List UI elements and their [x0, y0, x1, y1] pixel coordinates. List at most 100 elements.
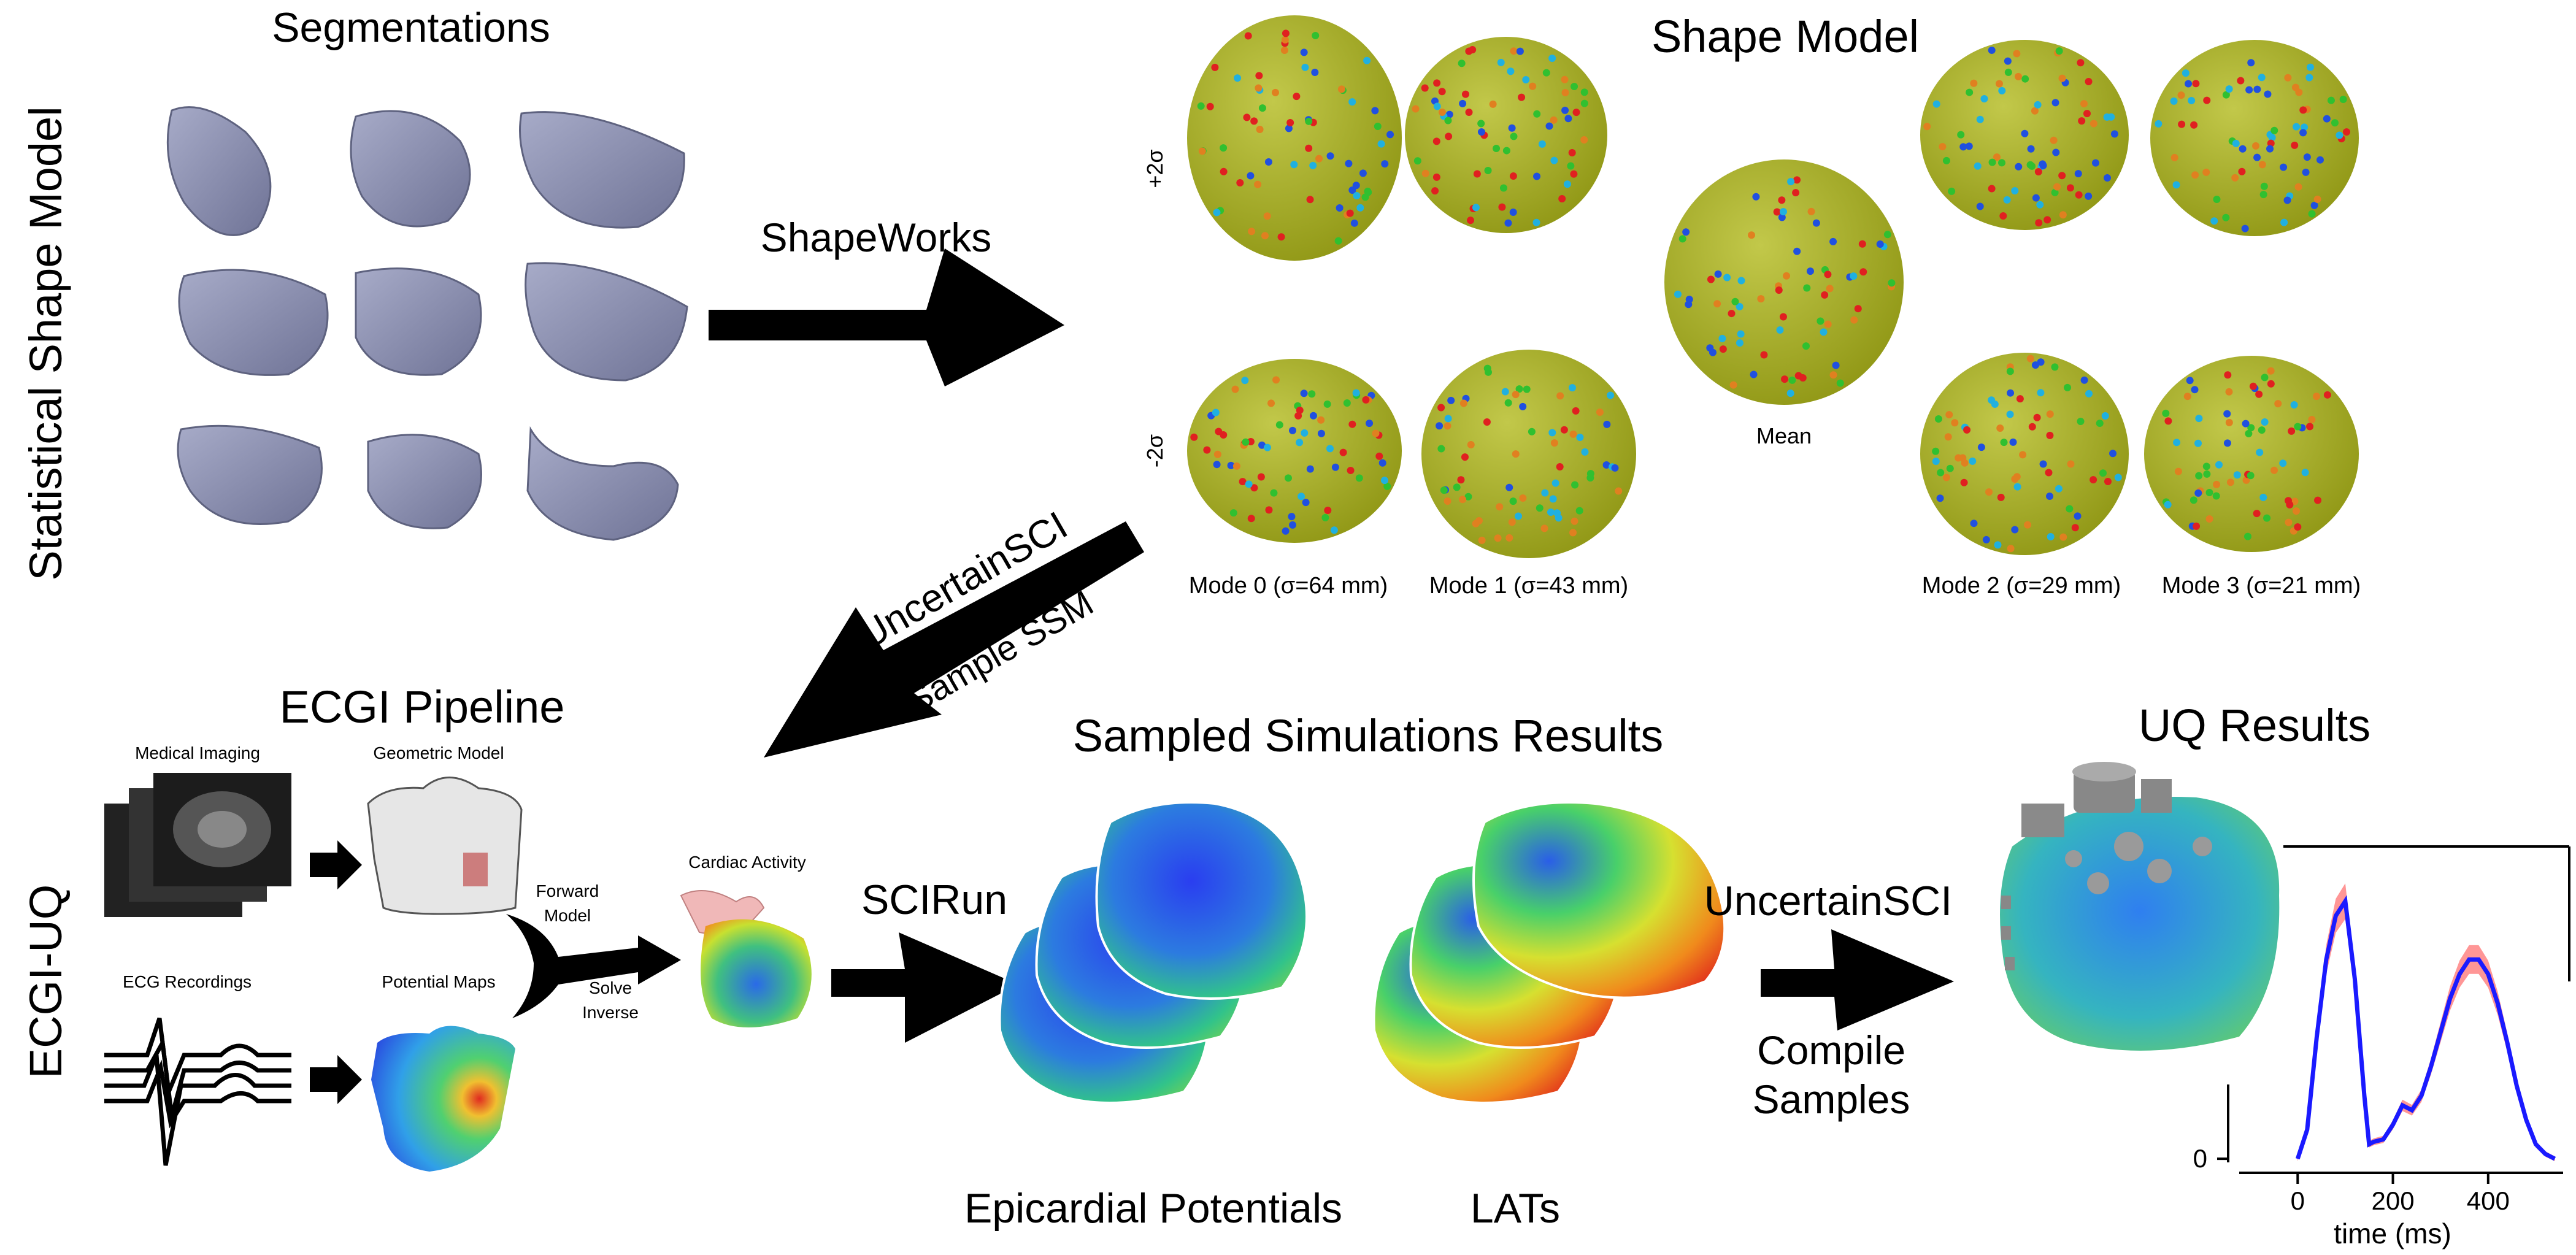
landmark-point: [2083, 110, 2091, 118]
landmark-point: [1465, 109, 1473, 117]
landmark-point: [1568, 384, 1576, 392]
side-label-ecgi-uq: ECGI-UQ: [20, 885, 71, 1079]
landmark-point: [2280, 163, 2288, 171]
landmark-point: [2024, 521, 2032, 529]
landmark-point: [2247, 59, 2255, 67]
shape-instance: [1187, 359, 1402, 543]
landmark-point: [1466, 217, 1474, 225]
landmark-point: [1934, 415, 1942, 423]
landmark-point: [1444, 422, 1451, 430]
landmark-point: [1374, 122, 1382, 130]
landmark-point: [2224, 371, 2232, 379]
shape-instance: [1920, 353, 2129, 555]
landmark-point: [1966, 88, 1974, 96]
landmark-point: [1386, 131, 1394, 139]
landmark-point: [2290, 401, 2298, 409]
landmark-point: [2013, 483, 2021, 491]
landmark-point: [2205, 515, 2213, 523]
landmark-point: [1518, 93, 1526, 101]
landmark-point: [1505, 534, 1513, 542]
landmark-point: [2267, 139, 2275, 147]
landmark-point: [2247, 424, 2255, 432]
landmark-point: [2109, 450, 2117, 458]
landmark-point: [1280, 46, 1288, 54]
landmark-point: [1993, 153, 2001, 161]
landmark-point: [1994, 541, 2002, 549]
uncertainty-band: [2297, 883, 2555, 1162]
landmark-point: [1272, 376, 1280, 384]
chart-x-axis-label: time (ms): [2334, 1218, 2451, 1249]
landmark-point: [1484, 166, 1492, 174]
x-tick-label: 0: [2291, 1186, 2305, 1215]
landmark-point: [1988, 46, 1996, 54]
landmark-point: [2261, 374, 2269, 382]
landmark-point: [2071, 524, 2079, 532]
landmark-point: [1213, 209, 1221, 217]
landmark-point: [1803, 284, 1811, 292]
landmark-point: [1445, 110, 1453, 118]
shape-instance: [1664, 159, 1904, 405]
landmark-point: [1572, 109, 1580, 117]
landmark-point: [1301, 429, 1309, 437]
landmark-point: [2263, 514, 2271, 522]
side-label-ssm: Statistical Shape Model: [20, 106, 71, 580]
landmark-point: [2205, 489, 2213, 497]
shapeworks-arrow: [709, 248, 1064, 386]
landmark-point: [1315, 155, 1323, 163]
landmark-point: [1504, 399, 1512, 407]
landmark-point: [2055, 47, 2063, 55]
landmark-point: [2033, 413, 2041, 421]
landmark-point: [1786, 390, 1794, 397]
landmark-point: [2314, 496, 2322, 504]
landmark-point: [1580, 99, 1588, 107]
landmark-point: [2004, 68, 2012, 76]
landmark-point: [1477, 128, 1485, 136]
landmark-point: [2238, 167, 2246, 175]
landmark-point: [2249, 382, 2257, 390]
landmark-point: [1281, 36, 1289, 44]
torso-mesh: [367, 777, 523, 915]
landmark-point: [1948, 187, 1956, 195]
landmark-point: [1510, 132, 1518, 140]
landmark-point: [1793, 176, 1801, 184]
landmark-point: [2194, 439, 2202, 447]
landmark-point: [1682, 228, 1690, 236]
compile-samples-label-1: Compile: [1757, 1027, 1905, 1073]
landmark-point: [2295, 88, 2303, 96]
landmark-point: [1551, 479, 1559, 487]
landmark-point: [1336, 204, 1344, 212]
landmark-point: [2028, 423, 2036, 431]
landmark-point: [1932, 458, 1940, 466]
landmark-point: [1540, 524, 1548, 532]
landmark-point: [1510, 47, 1518, 55]
y-ticks: 0: [2193, 1144, 2228, 1173]
landmark-point: [1555, 514, 1563, 522]
landmark-point: [1961, 459, 1969, 467]
landmark-point: [1959, 143, 1967, 151]
landmark-point: [2067, 460, 2075, 468]
forward-model-label-1: Forward: [536, 881, 599, 900]
landmark-point: [1229, 509, 1237, 517]
landmark-point: [2339, 96, 2347, 104]
landmark-point: [1923, 123, 1931, 131]
landmark-point: [2259, 493, 2267, 501]
landmark-point: [1728, 310, 1736, 318]
landmark-point: [1239, 478, 1247, 486]
segmentation-mesh: [177, 424, 323, 525]
segmentation-mesh: [350, 110, 471, 228]
landmark-point: [1258, 104, 1266, 112]
landmark-point: [1444, 497, 1451, 505]
landmark-point: [1607, 391, 1615, 399]
landmark-point: [2245, 429, 2253, 437]
landmark-point: [1982, 535, 1990, 543]
landmark-point: [1496, 503, 1504, 511]
plus-2sigma-label: +2σ: [1142, 149, 1167, 188]
landmark-point: [2000, 439, 2008, 447]
landmark-point: [2274, 400, 2282, 408]
landmark-point: [1247, 172, 1255, 180]
landmark-point: [1309, 412, 1317, 420]
landmark-point: [1545, 122, 1553, 130]
mode-2-label: Mode 2 (σ=29 mm): [1922, 573, 2121, 599]
landmark-point: [2308, 210, 2316, 218]
